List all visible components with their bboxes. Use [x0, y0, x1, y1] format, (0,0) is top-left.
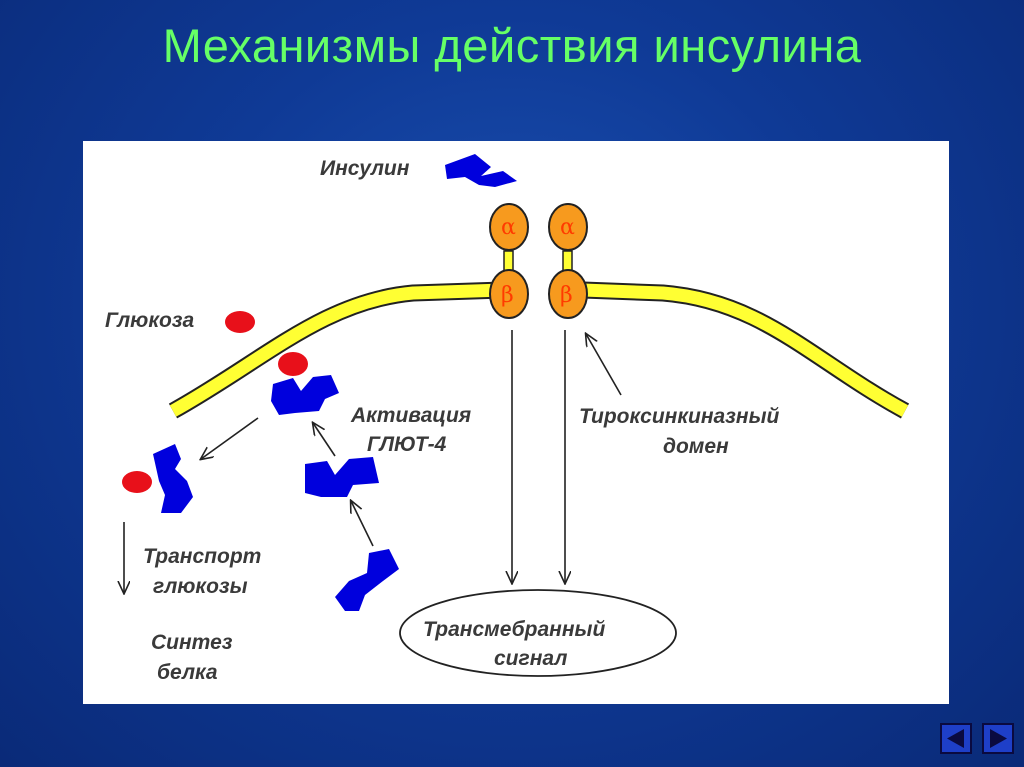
glut4-vesicle-bottom [335, 549, 399, 611]
tyrosine-label-1: Тироксинкиназный [579, 405, 780, 428]
next-slide-button[interactable] [982, 723, 1014, 754]
transport-label-2: глюкозы [153, 575, 248, 598]
arrow-glut-activation-1 [313, 423, 336, 457]
glucose-label: Глюкоза [105, 309, 194, 332]
cell-membrane-fill [169, 283, 909, 417]
transmembrane-signal-ellipse [399, 589, 677, 677]
slide-title: Механизмы действия инсулина [162, 19, 862, 72]
insulin-label: Инсулин [320, 157, 410, 180]
alpha-label-right: α [560, 215, 575, 240]
synthesis-label-1: Синтез [151, 631, 233, 654]
beta-subunit-right [548, 269, 588, 319]
beta-subunit-left [489, 269, 529, 319]
signal-label-2: сигнал [494, 647, 567, 670]
synthesis-label-2: белка [157, 661, 218, 684]
glut4-at-membrane [271, 375, 339, 415]
transport-label-1: Транспорт [143, 545, 261, 568]
insulin-receptor: α α β β [489, 203, 588, 319]
insulin-mechanism-diagram: α α β β Инсулин Глюкоза Активация ГЛЮТ [105, 154, 910, 684]
glut4-vesicle-middle [305, 457, 379, 497]
signal-label-1: Трансмебранный [423, 618, 605, 641]
beta-label-left: β [501, 283, 514, 308]
triangle-left-icon [947, 729, 964, 748]
tyrosine-label-2: домен [663, 435, 729, 458]
glucose-transported [122, 471, 152, 493]
alpha-subunit-left [489, 203, 529, 251]
arrow-tyrosine-domain [586, 334, 622, 396]
triangle-right-icon [990, 729, 1007, 748]
diagram-panel: α α β β Инсулин Глюкоза Активация ГЛЮТ [83, 141, 949, 704]
arrow-glut-activation-2 [351, 501, 374, 547]
insulin-molecule-shape [445, 154, 517, 187]
activation-label-2: ГЛЮТ-4 [367, 433, 447, 456]
prev-slide-button[interactable] [940, 723, 972, 754]
glucose-bound [278, 352, 308, 376]
alpha-subunit-right [548, 203, 588, 251]
glut4-released [153, 444, 193, 513]
beta-label-right: β [560, 283, 573, 308]
alpha-label-left: α [501, 215, 516, 240]
glucose-molecule [225, 311, 255, 333]
activation-label-1: Активация [350, 404, 471, 427]
arrow-glut-release [201, 417, 259, 459]
